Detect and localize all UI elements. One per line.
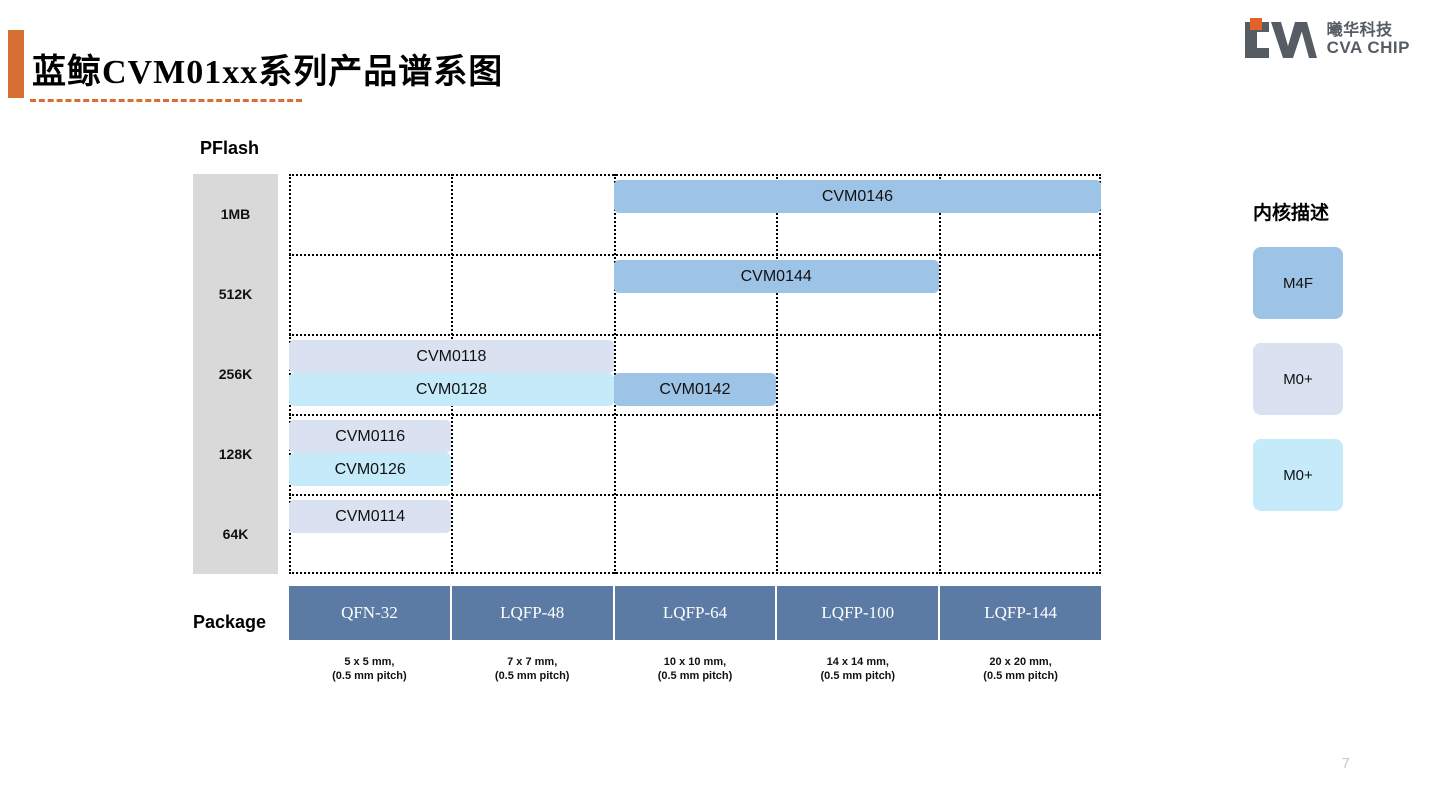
package-dimension-pitch: (0.5 mm pitch): [332, 669, 407, 682]
package-dimension-pitch: (0.5 mm pitch): [820, 669, 896, 682]
package-cell-qfn-32[interactable]: QFN-32: [289, 586, 450, 640]
grid-vline: [1099, 174, 1101, 574]
product-bar[interactable]: CVM0146: [613, 180, 1101, 213]
package-dimension-size: 7 x 7 mm,: [507, 656, 558, 668]
grid-hline: [289, 494, 1101, 496]
package-dimension: 14 x 14 mm,(0.5 mm pitch): [777, 650, 938, 694]
package-cell-lqfp-100[interactable]: LQFP-100: [777, 586, 939, 640]
product-bar[interactable]: CVM0144: [613, 260, 939, 293]
package-dimension-size: 10 x 10 mm,: [663, 656, 727, 668]
package-dimension-size: 20 x 20 mm,: [989, 656, 1052, 668]
package-dimension: 10 x 10 mm,(0.5 mm pitch): [615, 650, 776, 694]
product-bar[interactable]: CVM0118: [289, 340, 614, 373]
product-bar[interactable]: CVM0126: [289, 453, 452, 486]
pflash-axis-label: PFlash: [200, 138, 260, 158]
pflash-tick-1mb: 1MB: [220, 206, 251, 222]
brand-logo: 曦华科技 CVA CHIP: [1243, 18, 1410, 62]
package-dimension-pitch: (0.5 mm pitch): [983, 669, 1058, 682]
package-dimension: 20 x 20 mm,(0.5 mm pitch): [940, 650, 1101, 694]
grid-vline: [938, 174, 941, 574]
pflash-tick-64k: 64K: [222, 526, 249, 542]
pflash-tick-256k: 256K: [218, 366, 253, 382]
page-number: 7: [1341, 755, 1350, 772]
title-accent-bar: [8, 30, 24, 98]
package-dimension: 5 x 5 mm,(0.5 mm pitch): [289, 650, 450, 694]
page-title: 蓝鲸CVM01xx系列产品谱系图: [32, 54, 504, 91]
cva-logo-icon: [1243, 18, 1317, 62]
product-bar[interactable]: CVM0116: [289, 420, 452, 453]
title-divider: [30, 99, 302, 102]
legend-title: 内核描述: [1253, 203, 1330, 224]
pflash-tick-512k: 512K: [218, 286, 253, 302]
logo-text: 曦华科技 CVA CHIP: [1327, 22, 1410, 58]
package-dimension-row: 5 x 5 mm,(0.5 mm pitch)7 x 7 mm,(0.5 mm …: [289, 650, 1101, 694]
product-bar[interactable]: CVM0114: [289, 500, 452, 533]
pflash-scale-column: 1MB 512K 256K 128K 64K: [193, 174, 278, 574]
package-dimension: 7 x 7 mm,(0.5 mm pitch): [452, 650, 613, 694]
legend-chip-m0plus: M0+: [1253, 343, 1343, 415]
legend-chip-m0plus: M0+: [1253, 439, 1343, 511]
logo-accent-square: [1249, 18, 1262, 30]
legend-chip-m4f: M4F: [1253, 247, 1343, 319]
grid-hline: [289, 334, 1101, 336]
package-dimension-pitch: (0.5 mm pitch): [494, 669, 570, 682]
core-legend-panel: 内核描述 M4F M0+ M0+: [1253, 198, 1403, 535]
package-cell-lqfp-48[interactable]: LQFP-48: [451, 586, 613, 640]
grid-vline: [776, 174, 779, 574]
grid-hline: [289, 572, 1101, 574]
package-dimension-size: 5 x 5 mm,: [344, 656, 395, 668]
logo-name-en: CVA CHIP: [1326, 38, 1410, 58]
package-dimension-size: 14 x 14 mm,: [826, 656, 889, 668]
package-axis-label: Package: [193, 612, 267, 632]
pflash-tick-128k: 128K: [218, 446, 253, 462]
product-bar[interactable]: CVM0128: [289, 373, 614, 406]
grid-hline: [289, 414, 1101, 416]
package-cell-lqfp-144[interactable]: LQFP-144: [940, 586, 1101, 640]
grid-hline: [289, 174, 1101, 176]
package-dimension-pitch: (0.5 mm pitch): [657, 669, 733, 682]
logo-name-cn: 曦华科技: [1326, 22, 1393, 40]
package-cell-lqfp-64[interactable]: LQFP-64: [614, 586, 776, 640]
grid-hline: [289, 254, 1101, 256]
product-bar[interactable]: CVM0142: [613, 373, 777, 406]
